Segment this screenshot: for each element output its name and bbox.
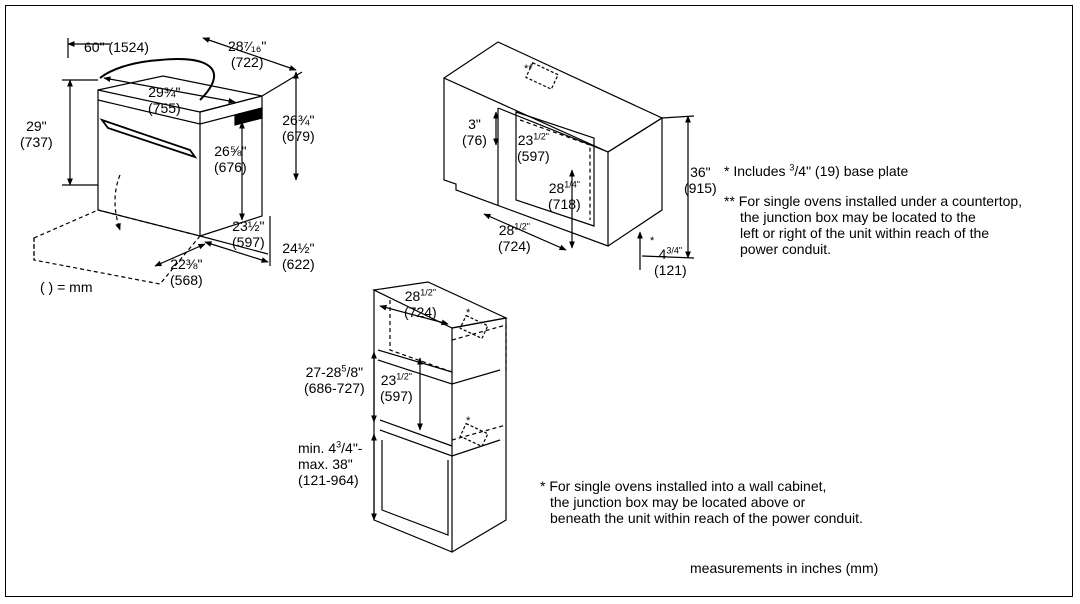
wall-width-label: 281/2"(724) <box>404 287 437 320</box>
outer-height-label: 26¾"(679) <box>282 112 315 144</box>
wall-cabinet-drawing <box>371 281 508 553</box>
bottom-depth-label: 23½"(597) <box>232 218 265 250</box>
wall-depth-label: 231/2"(597) <box>380 371 413 404</box>
base-height-label: 43/4"(121) <box>654 245 687 278</box>
measurement-units-footer: measurements in inches (mm) <box>690 560 879 576</box>
diagram-frame <box>5 5 1073 597</box>
side-depth-label: 24½"(622) <box>282 240 315 272</box>
countertop-junction-note: ** For single ovens installed under a co… <box>724 193 1023 257</box>
total-height-label: 29"(737) <box>20 118 53 150</box>
inner-height-label: 26⅝"(676) <box>214 143 247 175</box>
top-offset-label: 3"(76) <box>462 116 487 148</box>
top-width-label: 29¾"(755) <box>148 84 181 116</box>
cord-length-label: 60" (1524) <box>84 39 149 55</box>
cutout-width-label: 281/2"(724) <box>498 221 531 254</box>
floor-height-label: min. 43/4"- max. 38" (121-964) <box>298 439 363 488</box>
total-height-label-counter: 36"(915) <box>684 164 717 196</box>
base-plate-note: * Includes 3/4" (19) base plate <box>724 162 909 179</box>
countertop-cabinet-drawing <box>442 41 695 270</box>
asterisk-mark-upper: * <box>466 307 471 319</box>
wall-cutout-height-label: 27-285/8"(686-727) <box>304 363 365 396</box>
asterisk-mark-base: * <box>650 235 655 247</box>
mm-legend: ( ) = mm <box>40 279 93 295</box>
asterisk-mark-lower: * <box>466 415 471 427</box>
cutout-height-label: 281/4"(718) <box>548 179 581 212</box>
wall-junction-note: * For single ovens installed into a wall… <box>540 478 863 526</box>
double-asterisk-mark: ** <box>524 63 533 75</box>
oven-drawing <box>33 37 303 285</box>
top-depth-label: 28⁷⁄₁₆"(722) <box>228 38 267 70</box>
cutout-depth-label: 231/2"(597) <box>517 131 550 164</box>
door-swing-label: 22⅜"(568) <box>170 256 203 288</box>
